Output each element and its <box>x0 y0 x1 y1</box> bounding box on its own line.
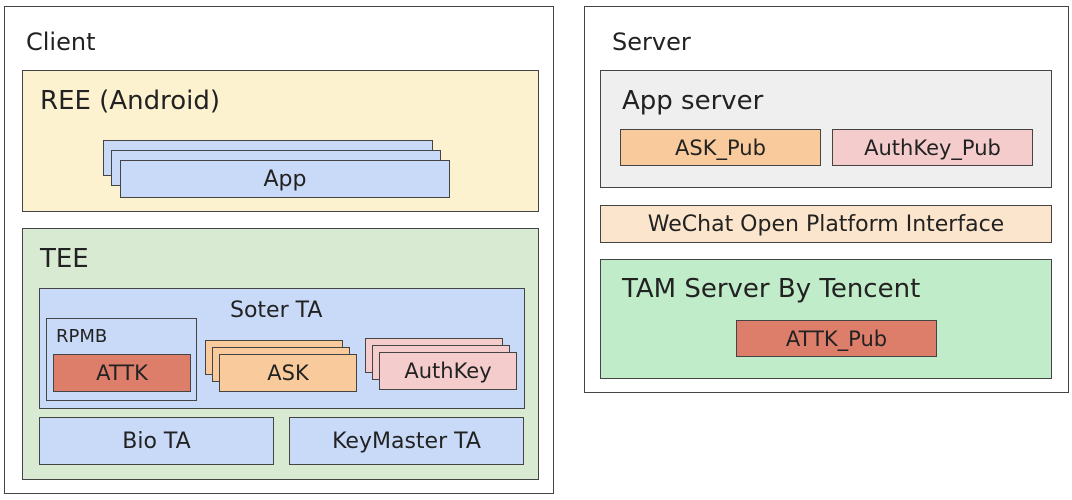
ree-title: REE (Android) <box>40 86 220 116</box>
ask-key-box: ASK <box>219 354 357 392</box>
ask-pub-label: ASK_Pub <box>675 135 766 160</box>
rpmb-title: RPMB <box>56 326 108 347</box>
ask-label: ASK <box>267 361 309 385</box>
app-server-title: App server <box>622 86 764 116</box>
wechat-interface-label: WeChat Open Platform Interface <box>647 211 1005 237</box>
tee-title: TEE <box>40 244 89 274</box>
client-title: Client <box>26 28 96 56</box>
attk-key-box: ATTK <box>53 354 191 392</box>
app-box: App <box>120 160 450 198</box>
wechat-interface-box: WeChat Open Platform Interface <box>600 205 1052 243</box>
authkey-pub-label: AuthKey_Pub <box>864 135 1001 160</box>
authkey-label: AuthKey <box>404 359 492 383</box>
attk-pub-label: ATTK_Pub <box>785 326 888 351</box>
attk-pub-box: ATTK_Pub <box>736 320 937 357</box>
bio-ta-label: Bio TA <box>122 428 191 454</box>
keymaster-ta-label: KeyMaster TA <box>332 428 481 454</box>
app-label: App <box>263 166 307 192</box>
authkey-pub-box: AuthKey_Pub <box>832 129 1033 166</box>
soter-ta-title: Soter TA <box>230 298 323 323</box>
tam-server-box <box>600 259 1052 379</box>
ask-pub-box: ASK_Pub <box>620 129 821 166</box>
bio-ta-box: Bio TA <box>39 417 274 465</box>
server-title: Server <box>612 28 691 56</box>
attk-label: ATTK <box>96 361 148 385</box>
keymaster-ta-box: KeyMaster TA <box>289 417 524 465</box>
tam-server-title: TAM Server By Tencent <box>622 274 921 304</box>
authkey-key-box: AuthKey <box>379 352 517 390</box>
